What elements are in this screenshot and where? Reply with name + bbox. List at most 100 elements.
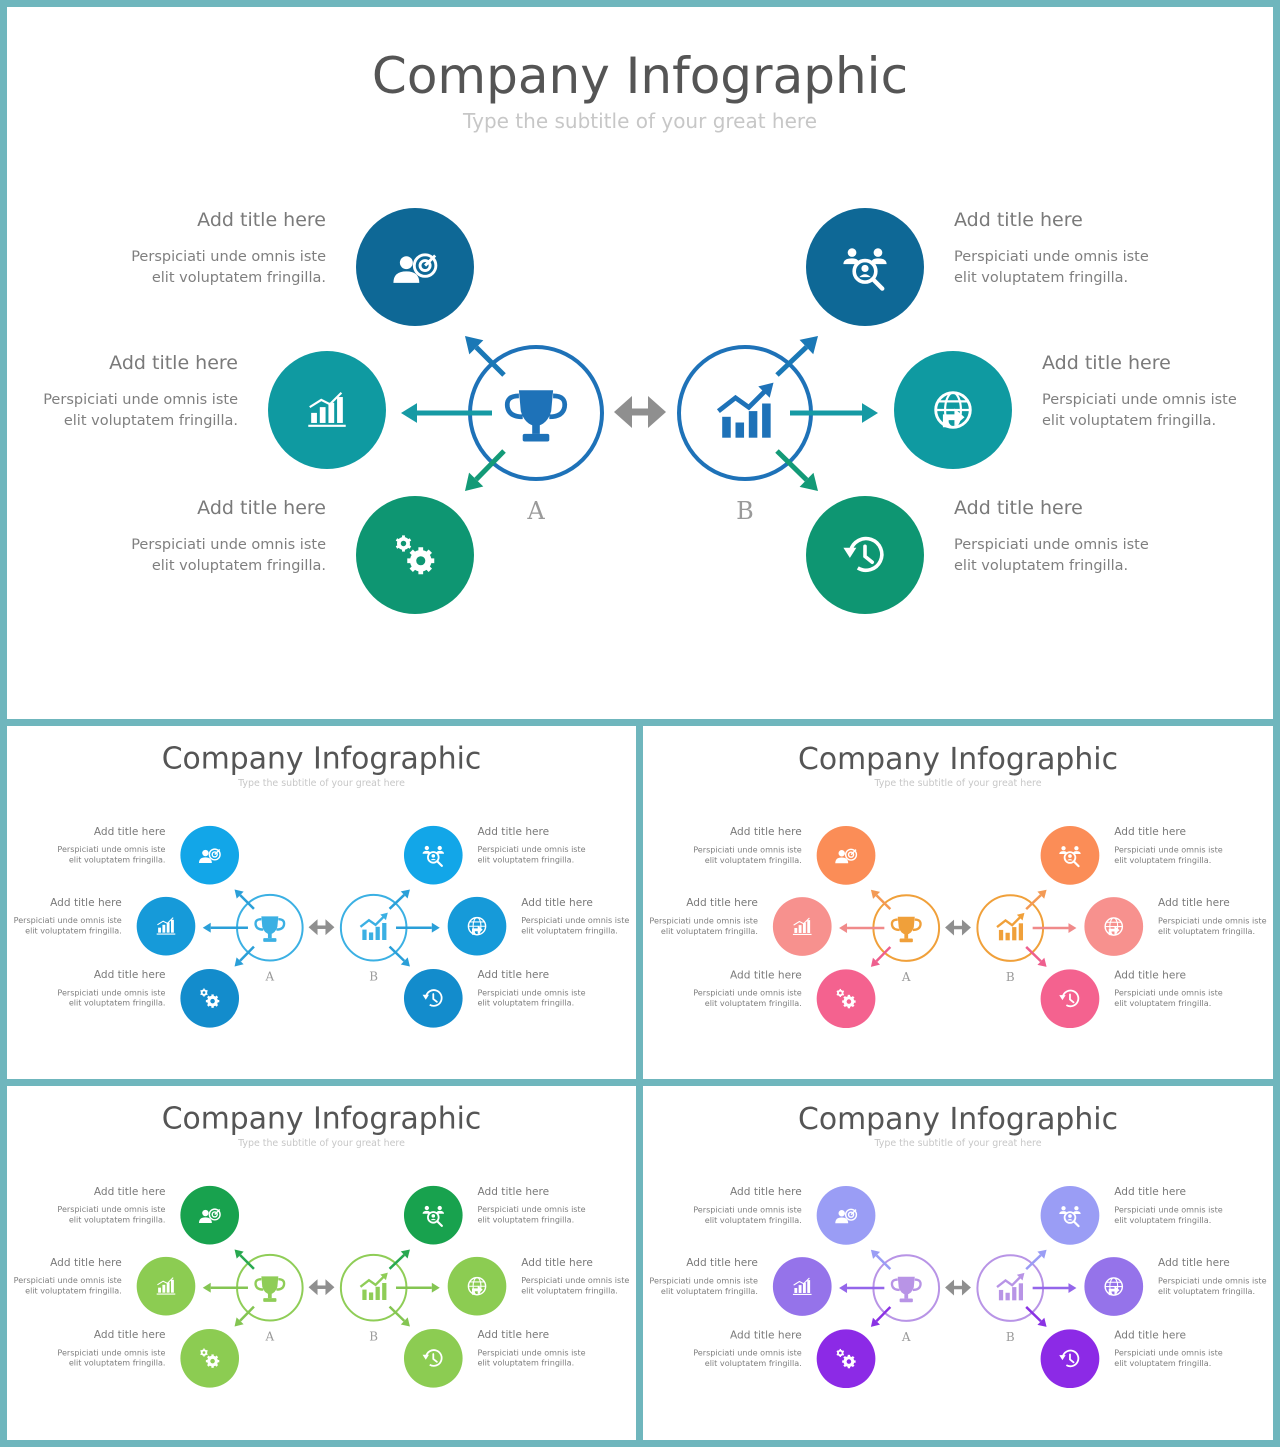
hub-b [677, 345, 813, 481]
item-title: Add title here [521, 897, 593, 909]
hub-a [236, 1253, 304, 1322]
people-search-icon [422, 1205, 445, 1227]
item-description: Perspiciati unde omnis iste [693, 844, 802, 854]
item-title: Add title here [1114, 1329, 1186, 1341]
item-description: Perspiciati unde omnis iste [1114, 988, 1223, 998]
node-circle [447, 1256, 507, 1316]
user-target-icon [198, 1208, 221, 1224]
double-arrow-icon [308, 919, 335, 936]
double-arrow-icon [614, 396, 666, 428]
spoke-arrow [1032, 923, 1077, 933]
slide-title: Company Infographic [372, 47, 908, 105]
node-circle [1040, 826, 1100, 885]
spoke-arrow [465, 449, 506, 491]
slide-subtitle: Type the subtitle of your great here [873, 1138, 1041, 1149]
item-description: elit voluptatem fringilla. [69, 1216, 166, 1225]
item-description: elit voluptatem fringilla. [521, 1287, 618, 1296]
hub-b-label: B [736, 497, 754, 525]
node-circle [447, 896, 507, 956]
slide-subtitle: Type the subtitle of your great here [237, 778, 405, 789]
history-icon [843, 536, 884, 572]
item-description: elit voluptatem fringilla. [64, 413, 238, 429]
spoke-arrow [465, 336, 506, 377]
item-title: Add title here [1114, 969, 1186, 981]
double-arrow-icon [945, 1279, 971, 1296]
node-circle [772, 897, 832, 956]
node-circle [1040, 1186, 1100, 1245]
item-title: Add title here [94, 826, 166, 838]
user-target-icon [835, 848, 858, 864]
node-circle [136, 896, 196, 956]
item-description: elit voluptatem fringilla. [478, 1216, 575, 1225]
item-description: elit voluptatem fringilla. [25, 927, 122, 936]
spoke-arrow [388, 1305, 410, 1327]
item-title: Add title here [94, 1329, 166, 1341]
spoke-arrow [396, 1282, 440, 1293]
spoke-arrow [775, 449, 818, 491]
spoke-arrow [388, 1249, 410, 1270]
hub-b-label: B [1006, 970, 1015, 984]
slide-subtitle: Type the subtitle of your great here [237, 1138, 405, 1149]
spoke-arrow [790, 403, 878, 423]
item-description: Perspiciati unde omnis iste [1158, 916, 1267, 926]
item-title: Add title here [50, 1257, 122, 1269]
item-title: Add title here [1114, 826, 1186, 838]
item-description: elit voluptatem fringilla. [478, 856, 575, 865]
spoke-arrow [234, 889, 255, 910]
item-description: elit voluptatem fringilla. [152, 558, 326, 574]
slide-title: Company Infographic [162, 742, 482, 777]
history-icon [1059, 989, 1080, 1008]
item-description: elit voluptatem fringilla. [1114, 855, 1211, 865]
node-circle [356, 496, 474, 614]
item-description: Perspiciati unde omnis iste [131, 249, 326, 265]
item-title: Add title here [730, 826, 802, 838]
hub-a [468, 345, 604, 481]
item-title: Add title here [197, 209, 326, 231]
bar-chart-icon [156, 1277, 176, 1295]
item-description: Perspiciati unde omnis iste [1158, 1276, 1267, 1286]
item-description: elit voluptatem fringilla. [1158, 926, 1255, 936]
item-title: Add title here [730, 1186, 802, 1198]
gears-icon [836, 988, 856, 1009]
item-description: elit voluptatem fringilla. [705, 998, 802, 1008]
item-description: elit voluptatem fringilla. [69, 856, 166, 865]
item-description: Perspiciati unde omnis iste [1114, 844, 1223, 854]
node-circle [180, 825, 240, 885]
item-title: Add title here [1158, 897, 1230, 909]
node-circle [136, 1256, 196, 1316]
node-circle [1040, 969, 1100, 1029]
people-search-icon [1059, 846, 1081, 868]
node-circle [403, 1328, 463, 1388]
node-circle [356, 208, 474, 326]
spoke-arrow [388, 889, 410, 910]
item-title: Add title here [197, 497, 326, 519]
item-description: Perspiciati unde omnis iste [57, 845, 165, 854]
gears-icon [200, 988, 220, 1008]
hub-a-label: A [265, 969, 275, 983]
item-title: Add title here [730, 969, 802, 981]
node-circle [806, 496, 924, 614]
slide-subtitle: Type the subtitle of your great here [462, 109, 817, 133]
globe-icon [467, 916, 487, 936]
people-search-icon [422, 845, 445, 867]
double-arrow-icon [945, 919, 971, 936]
item-description: elit voluptatem fringilla. [954, 270, 1128, 286]
spoke-arrow [839, 1283, 885, 1293]
